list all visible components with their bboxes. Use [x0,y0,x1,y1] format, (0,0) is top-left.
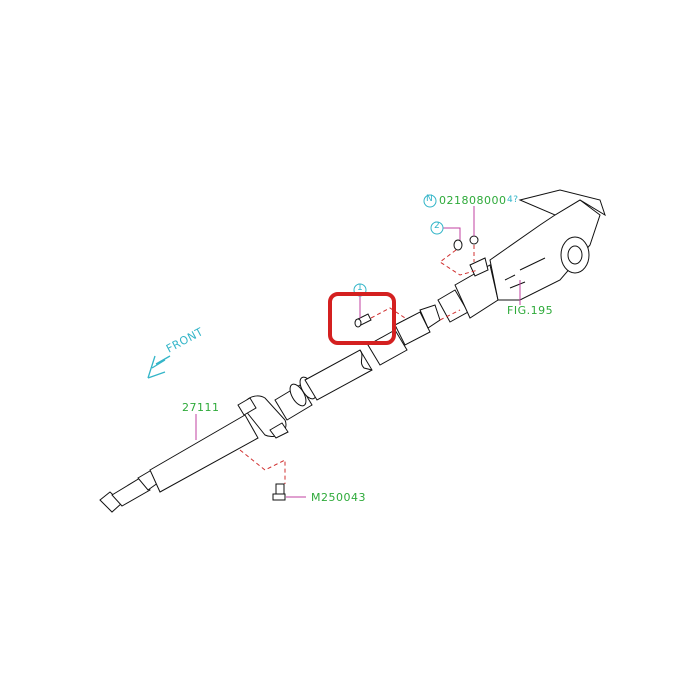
rear-differential [437,189,606,323]
part-number-m250043: M250043 [311,491,366,504]
callout-2 [430,221,444,235]
callout-2-label: 2 [434,221,441,231]
bolt-lower [272,483,286,501]
fig-reference: FIG.195 [507,304,554,317]
dashed-leaders [239,245,479,484]
callout-1-label: 1 [357,283,364,293]
nut-washer [453,235,479,251]
part-number-27111: 27111 [182,401,220,414]
bolt-upper [354,313,372,328]
label-leaders [195,206,521,498]
front-arrow-icon [147,355,171,379]
highlight-box [328,292,396,345]
callout-n-label: N [426,194,434,204]
part-number-021808000: 021808000 [439,194,507,207]
part-number-suffix: 4? [507,195,519,205]
propeller-shaft [99,304,441,513]
callout-n [423,194,437,208]
